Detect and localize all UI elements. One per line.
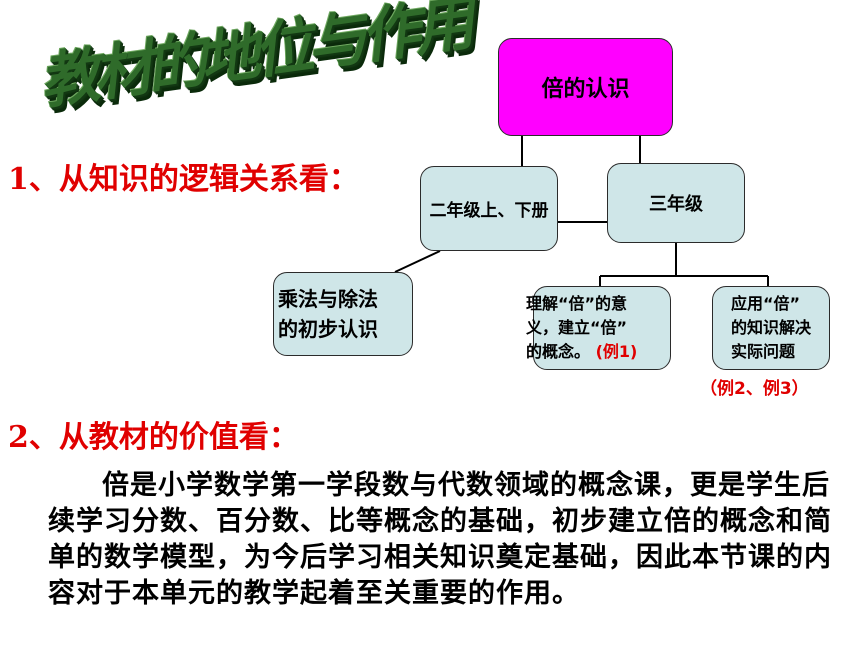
node-grade2: 二年级上、下册 [420,166,558,251]
node-understand-line3: 的概念。 [526,342,591,361]
node-apply-line1: 应用“倍” [730,294,801,313]
node-grade3: 三年级 [607,163,745,243]
node-root-label: 倍的认识 [541,77,630,102]
node-apply: 应用“倍” 的知识解决 实际问题 [712,286,830,370]
node-apply-line3: 实际问题 [730,342,795,361]
node-root: 倍的认识 [498,38,673,136]
line-grade2-multiply [394,250,441,273]
apply-examples-note: （例2、例3） [700,379,809,399]
node-grade2-label: 二年级上、下册 [429,201,549,221]
node-understand-line2: 义，建立“倍” [526,318,628,337]
node-understand-line1: 理解“倍”的意 [526,294,628,313]
node-multiply-divide: 乘法与除法 的初步认识 [273,272,413,356]
section-heading-logic: 1、从知识的逻辑关系看： [8,162,359,197]
node-grade3-label: 三年级 [649,194,703,215]
value-paragraph: 倍是小学数学第一学段数与代数领域的概念课，更是学生后续学习分数、百分数、比等概念… [48,470,832,609]
node-multiply-line1: 乘法与除法 [278,287,378,311]
section-heading-value: 2、从教材的价值看： [8,420,299,455]
node-understand: 理解“倍”的意 义，建立“倍” 的概念。 (例1) [526,286,671,370]
node-understand-example: (例1) [595,342,638,361]
node-multiply-line2: 的初步认识 [278,317,378,341]
node-apply-line2: 的知识解决 [730,318,811,337]
